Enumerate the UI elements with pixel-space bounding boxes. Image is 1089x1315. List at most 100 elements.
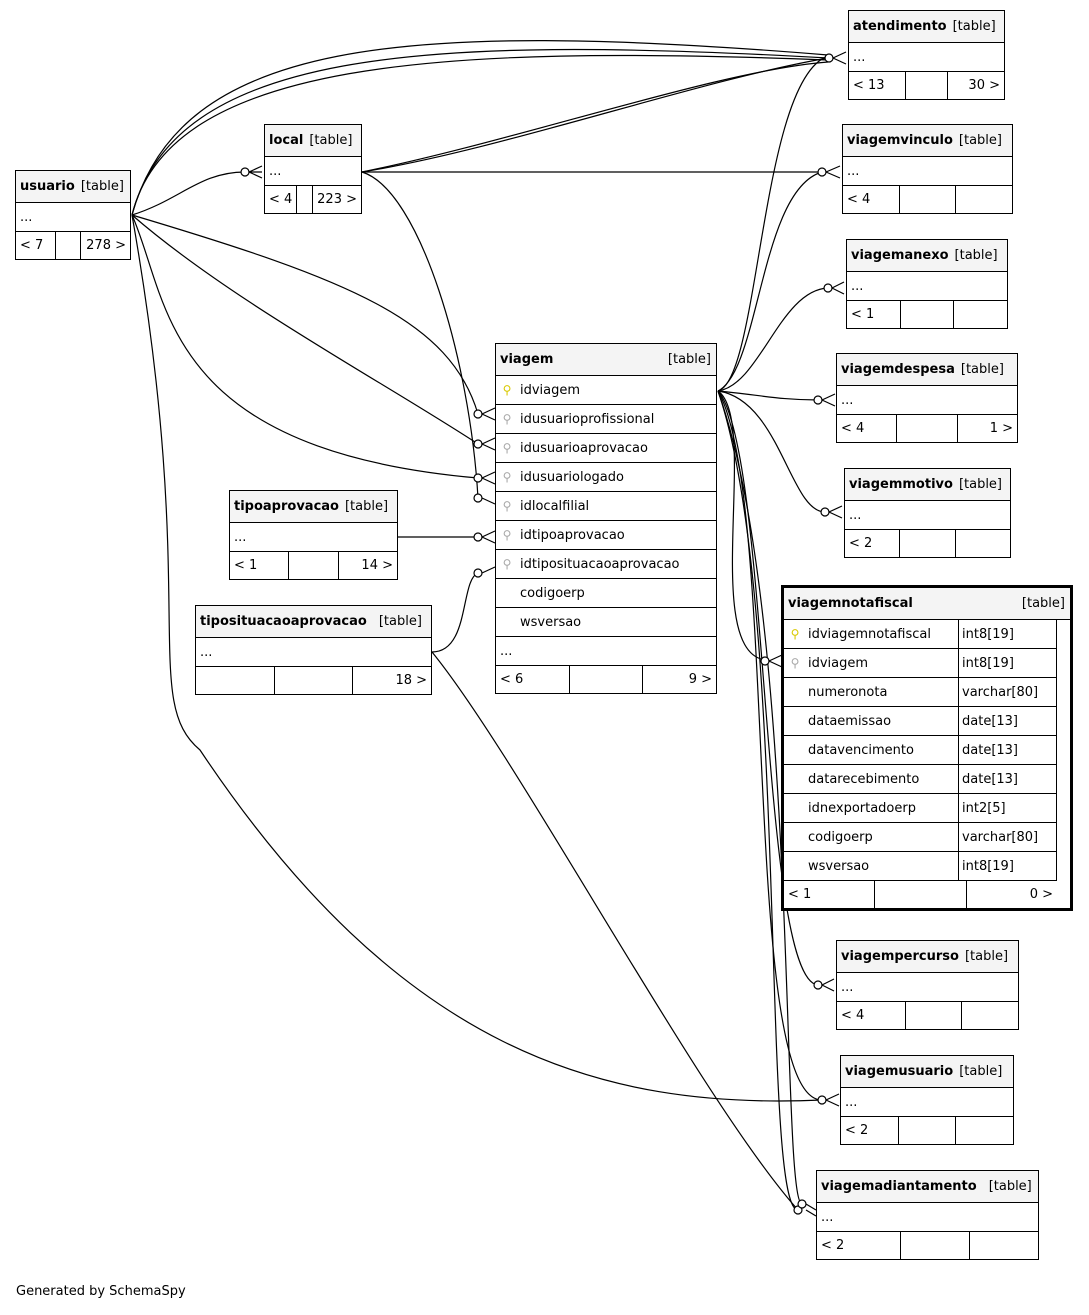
columns-collapsed: ... xyxy=(841,1088,1013,1117)
column-name: idviagem xyxy=(808,655,869,671)
edge-tiposituacao-viagem xyxy=(431,572,479,653)
children-count xyxy=(961,1002,1018,1029)
table-kind: [table] xyxy=(378,614,422,629)
table-viagempercurso[interactable]: viagempercurso[table] ... < 4 xyxy=(836,940,1019,1030)
column-row[interactable]: wsversao xyxy=(496,608,716,637)
parents-count: < 4 xyxy=(841,421,865,436)
children-count: 14 > xyxy=(337,552,397,579)
column-row[interactable]: ⚲ idviagem xyxy=(496,376,716,405)
table-kind: [table] xyxy=(960,362,1004,377)
table-kind: [table] xyxy=(958,477,1003,492)
edge-usuario-idusuarioaprovacao xyxy=(131,214,479,445)
foreign-key-icon: ⚲ xyxy=(502,441,512,455)
foreign-key-icon: ⚲ xyxy=(790,656,800,670)
column-type: int8[19] xyxy=(958,852,1056,880)
column-row[interactable]: ⚲idtipoaprovacao xyxy=(496,521,716,550)
parents-count: < 2 xyxy=(821,1238,845,1253)
columns-collapsed: ... xyxy=(265,157,361,186)
table-kind: [table] xyxy=(1021,596,1065,611)
primary-key-icon: ⚲ xyxy=(790,627,800,641)
children-count xyxy=(953,301,1007,328)
edge-usuario-idusuariologado xyxy=(131,214,479,479)
children-count: 9 > xyxy=(642,666,716,693)
table-kind: [table] xyxy=(958,133,1002,148)
edge-usuario-atendimento-2 xyxy=(131,48,829,216)
table-name: viagemdespesa xyxy=(841,362,955,377)
edge-viagem-viagemnotafiscal xyxy=(717,390,766,661)
columns-collapsed: ... xyxy=(16,203,130,232)
column-name: idviagem xyxy=(520,382,581,398)
columns-collapsed: ... xyxy=(847,272,1007,301)
column-name: wsversao xyxy=(520,614,582,630)
column-row[interactable]: ⚲idusuariologado xyxy=(496,463,716,492)
table-tiposituacaoaprovacao[interactable]: tiposituacaoaprovacao[table] ... 18 > xyxy=(195,605,432,695)
columns-collapsed: ... xyxy=(837,386,1017,415)
edge-tiposituacao-adiantamento xyxy=(431,651,799,1211)
columns-collapsed: ... xyxy=(849,43,1004,72)
children-count: 30 > xyxy=(947,72,1004,99)
table-viagemvinculo[interactable]: viagemvinculo[table] ... < 4 xyxy=(842,124,1013,214)
children-count xyxy=(954,530,1010,557)
edge-usuario-viagemusuario xyxy=(131,214,823,1102)
table-viagemadiantamento[interactable]: viagemadiantamento[table] ... < 2 xyxy=(816,1170,1039,1260)
table-kind: [table] xyxy=(959,1064,1003,1079)
column-name: codigoerp xyxy=(808,829,873,845)
parents-count: < 4 xyxy=(847,192,871,207)
viagem-columns: ⚲idviagem⚲idusuarioprofissional⚲idusuari… xyxy=(496,376,716,637)
primary-key-icon: ⚲ xyxy=(502,383,512,397)
table-name: viagemvinculo xyxy=(847,133,953,148)
column-row[interactable]: codigoerp xyxy=(496,579,716,608)
parents-count xyxy=(196,667,274,694)
table-kind: [table] xyxy=(952,19,996,34)
column-name: dataemissao xyxy=(808,713,892,729)
column-name: idusuarioprofissional xyxy=(520,411,655,427)
table-viagemnotafiscal[interactable]: viagemnotafiscal[table] ⚲idviagemnotafis… xyxy=(781,585,1073,911)
table-name: viagemanexo xyxy=(851,248,949,263)
foreign-key-icon: ⚲ xyxy=(502,499,512,513)
table-name: viagemadiantamento xyxy=(821,1179,977,1194)
children-count: 0 > xyxy=(965,881,1057,908)
table-name: viagem xyxy=(500,352,554,367)
column-row[interactable]: ⚲idusuarioaprovacao xyxy=(496,434,716,463)
table-kind: [table] xyxy=(988,1179,1032,1194)
column-name: idnexportadoerp xyxy=(808,800,916,816)
table-viagemanexo[interactable]: viagemanexo[table] ... < 1 xyxy=(846,239,1008,329)
edge-viagem-viagempercurso xyxy=(717,390,819,986)
edge-viagem-atendimento xyxy=(717,55,829,392)
column-row[interactable]: ⚲idtiposituacaoaprovacao xyxy=(496,550,716,579)
edge-viagem-viagemdespesa xyxy=(717,390,819,401)
table-viagemmotivo[interactable]: viagemmotivo[table] ... < 2 xyxy=(844,468,1011,558)
column-row[interactable]: ⚲idusuarioprofissional xyxy=(496,405,716,434)
column-name: datavencimento xyxy=(808,742,914,758)
children-count: 1 > xyxy=(956,415,1017,442)
table-viagemdespesa[interactable]: viagemdespesa [table] ... < 4 1 > xyxy=(836,353,1018,443)
parents-count: < 4 xyxy=(841,1008,865,1023)
table-kind: [table] xyxy=(309,133,353,148)
column-row[interactable]: ⚲ idlocalfilial xyxy=(496,492,716,521)
table-kind: [table] xyxy=(667,352,711,367)
parents-count: < 7 xyxy=(20,238,44,253)
table-kind: [table] xyxy=(80,179,124,194)
column-type: int8[19] xyxy=(958,620,1056,648)
table-viagemusuario[interactable]: viagemusuario[table] ... < 2 xyxy=(840,1055,1014,1145)
table-viagem[interactable]: viagem[table] ⚲idviagem⚲idusuarioprofiss… xyxy=(495,343,717,694)
column-name: idusuariologado xyxy=(520,469,624,485)
foreign-key-icon: ⚲ xyxy=(502,528,512,542)
table-kind: [table] xyxy=(344,499,389,514)
table-name: local xyxy=(269,133,304,148)
column-name: idlocalfilial xyxy=(520,498,590,514)
